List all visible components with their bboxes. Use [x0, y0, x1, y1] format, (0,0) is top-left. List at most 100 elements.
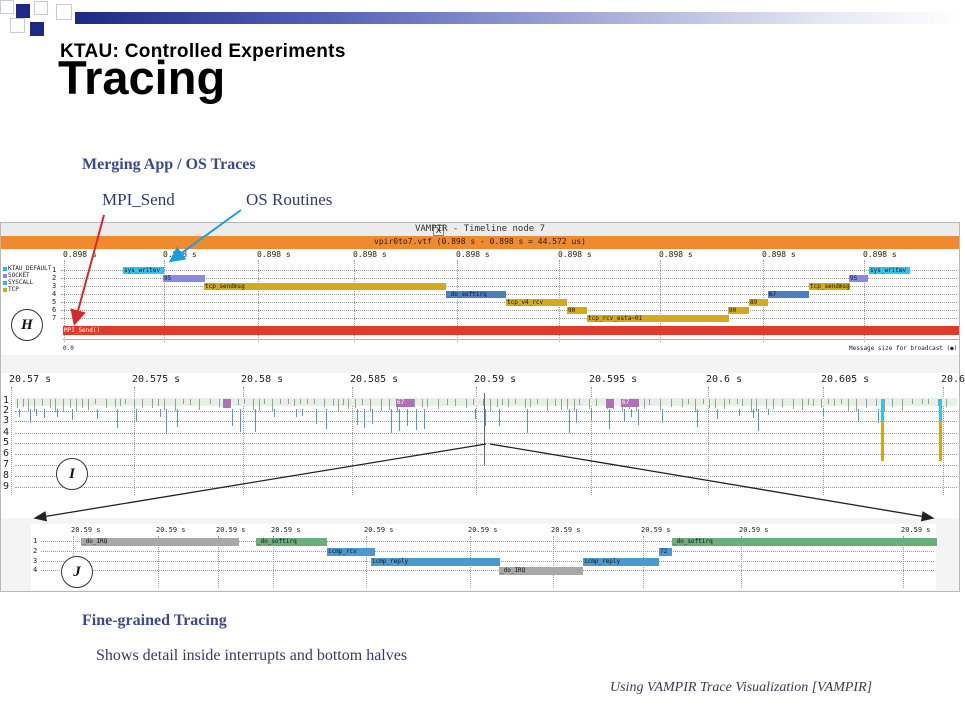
trace-event-mark[interactable]: [164, 399, 165, 410]
trace-event-mark[interactable]: [682, 399, 683, 407]
trace-event-mark[interactable]: [753, 409, 754, 418]
trace-event-mark[interactable]: [166, 409, 167, 434]
trace-event-mark[interactable]: [768, 409, 769, 415]
trace-event-mark[interactable]: [483, 399, 484, 406]
trace-event-mark[interactable]: [841, 399, 842, 404]
trace-event-mark[interactable]: [939, 421, 942, 461]
trace-event-mark[interactable]: [878, 409, 879, 423]
trace-event-mark[interactable]: [660, 399, 661, 410]
trace-event-mark[interactable]: [370, 399, 371, 412]
trace-event-mark[interactable]: [447, 399, 448, 405]
trace-event-mark[interactable]: [253, 399, 254, 410]
trace-event-mark[interactable]: [55, 399, 56, 412]
trace-event-mark[interactable]: [115, 399, 116, 407]
trace-event-mark[interactable]: [125, 399, 126, 404]
trace-event-mark[interactable]: [57, 409, 58, 417]
trace-event-mark[interactable]: [828, 399, 829, 404]
trace-event-mark[interactable]: [142, 399, 143, 408]
trace-bar[interactable]: _do_softirq: [446, 291, 506, 298]
trace-event-mark[interactable]: [88, 399, 89, 410]
trace-event-mark[interactable]: [555, 399, 556, 406]
trace-bar[interactable]: _do_IRQ: [81, 538, 239, 546]
trace-event-mark[interactable]: [238, 399, 239, 405]
trace-event-mark[interactable]: [766, 399, 767, 409]
trace-event-mark[interactable]: [324, 399, 325, 407]
trace-event-mark[interactable]: [455, 399, 456, 406]
trace-event-mark[interactable]: [729, 399, 730, 404]
trace-event-mark[interactable]: [751, 399, 752, 412]
trace-block-purple[interactable]: [606, 399, 614, 408]
trace-event-mark[interactable]: [72, 409, 73, 420]
trace-event-mark[interactable]: [902, 399, 903, 410]
trace-event-mark[interactable]: [391, 409, 392, 433]
trace-event-mark[interactable]: [424, 409, 425, 429]
trace-event-mark[interactable]: [219, 399, 220, 407]
trace-event-mark[interactable]: [473, 399, 474, 405]
trace-event-mark[interactable]: [199, 399, 200, 410]
trace-event-mark[interactable]: [466, 399, 467, 408]
trace-event-mark[interactable]: [697, 409, 698, 427]
trace-event-mark[interactable]: [274, 409, 275, 417]
trace-event-mark[interactable]: [649, 399, 650, 405]
trace-event-mark[interactable]: [576, 409, 577, 423]
trace-event-mark[interactable]: [407, 409, 408, 426]
trace-event-mark[interactable]: [427, 399, 428, 407]
trace-event-mark[interactable]: [244, 399, 245, 404]
trace-event-mark[interactable]: [813, 399, 814, 406]
trace-event-mark[interactable]: [82, 399, 83, 408]
trace-event-mark[interactable]: [508, 399, 509, 407]
trace-event-mark[interactable]: [662, 409, 663, 423]
trace-event-mark[interactable]: [773, 399, 774, 409]
trace-event-mark[interactable]: [399, 409, 400, 431]
trace-event-mark[interactable]: [808, 399, 809, 405]
trace-event-mark[interactable]: [416, 409, 417, 430]
trace-event-mark[interactable]: [44, 409, 45, 418]
trace-event-mark[interactable]: [884, 399, 885, 411]
trace-event-mark[interactable]: [485, 409, 486, 426]
trace-badge[interactable]: 67: [621, 399, 639, 407]
trace-event-mark[interactable]: [591, 409, 592, 420]
trace-event-mark[interactable]: [136, 409, 137, 421]
trace-event-mark[interactable]: [364, 409, 365, 428]
trace-event-mark[interactable]: [848, 399, 849, 411]
trace-event-mark[interactable]: [190, 399, 191, 405]
trace-event-mark[interactable]: [821, 399, 822, 408]
trace-event-mark[interactable]: [912, 399, 913, 404]
trace-event-mark[interactable]: [17, 399, 18, 408]
trace-bar[interactable]: 72: [659, 548, 672, 556]
trace-event-mark[interactable]: [631, 409, 632, 417]
trace-event-mark[interactable]: [876, 399, 877, 406]
trace-event-mark[interactable]: [307, 399, 308, 404]
trace-event-mark[interactable]: [288, 399, 289, 404]
trace-event-mark[interactable]: [938, 399, 939, 406]
trace-event-mark[interactable]: [475, 409, 476, 419]
trace-event-mark[interactable]: [23, 399, 24, 407]
trace-bar[interactable]: 95: [163, 275, 205, 282]
trace-event-mark[interactable]: [232, 409, 233, 426]
trace-bar[interactable]: _do_IRQ: [499, 567, 583, 575]
trace-event-mark[interactable]: [742, 399, 743, 406]
trace-event-mark[interactable]: [717, 409, 718, 419]
trace-event-mark[interactable]: [316, 409, 317, 424]
trace-event-mark[interactable]: [175, 399, 176, 411]
trace-event-mark[interactable]: [892, 399, 893, 407]
trace-event-mark[interactable]: [381, 399, 382, 411]
trace-event-mark[interactable]: [160, 409, 161, 417]
trace-event-mark[interactable]: [922, 399, 923, 404]
trace-event-mark[interactable]: [574, 399, 575, 412]
trace-event-mark[interactable]: [210, 399, 211, 404]
trace-event-mark[interactable]: [152, 399, 153, 408]
trace-event-mark[interactable]: [76, 399, 77, 412]
trace-event-mark[interactable]: [294, 399, 295, 406]
trace-event-mark[interactable]: [525, 399, 526, 408]
vampir-titlebar[interactable]: X VAMPIR - Timeline node 7: [1, 223, 959, 237]
trace-event-mark[interactable]: [42, 399, 43, 406]
trace-event-mark[interactable]: [739, 409, 740, 416]
trace-event-mark[interactable]: [881, 421, 884, 461]
trace-event-mark[interactable]: [638, 409, 639, 425]
trace-bar[interactable]: 67: [768, 291, 809, 298]
trace-event-mark[interactable]: [30, 409, 31, 423]
close-icon[interactable]: X: [433, 225, 444, 236]
